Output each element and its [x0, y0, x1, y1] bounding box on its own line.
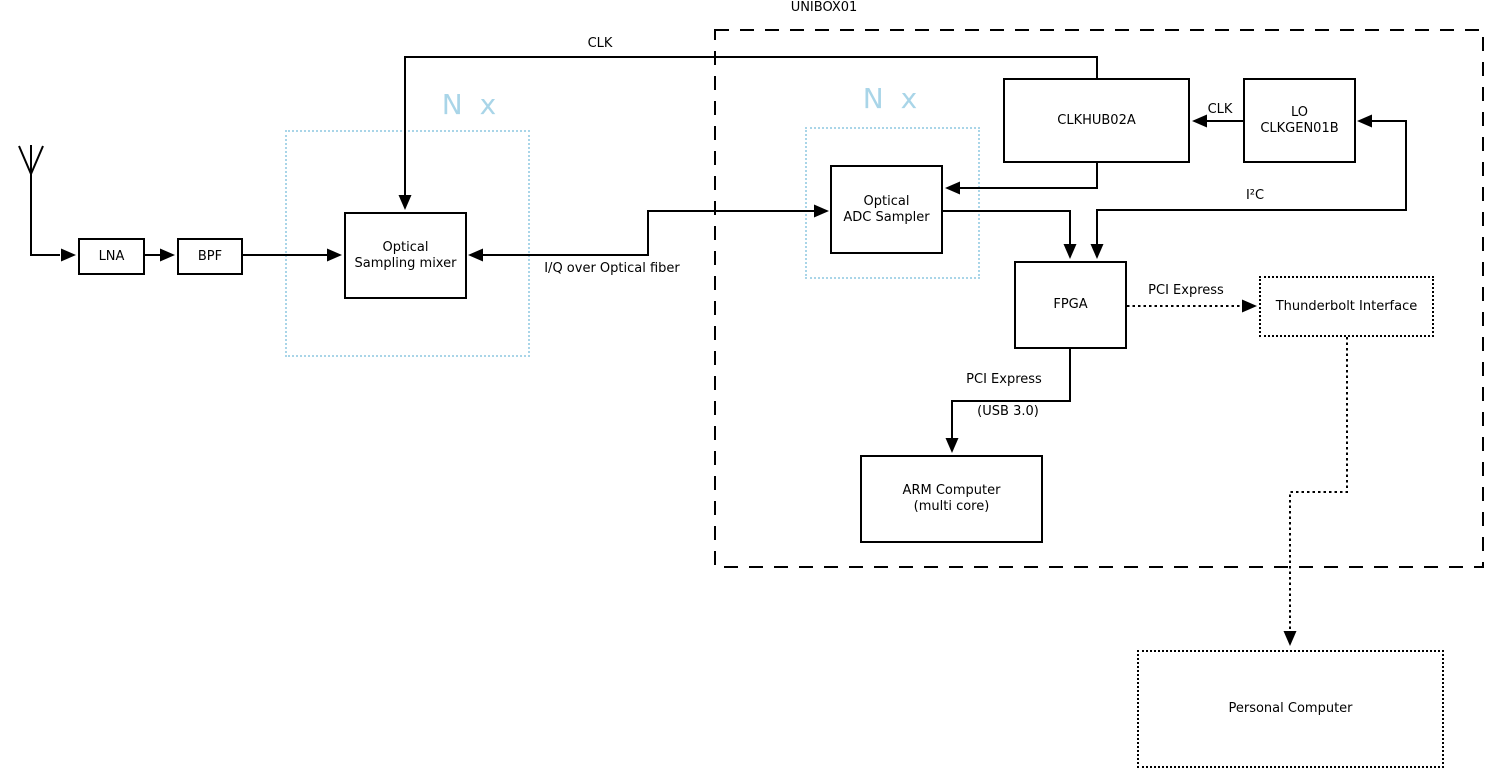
node-clkhub-label: CLKHUB02A [1057, 112, 1136, 128]
node-lo-label-line2: CLKGEN01B [1260, 120, 1339, 136]
arrowhead [814, 204, 829, 218]
clk-lo-hub-label: CLK [1207, 102, 1233, 117]
usb30-label: (USB 3.0) [977, 404, 1039, 419]
node-optical-adc-sampler: Optical ADC Sampler [830, 165, 943, 254]
arrowhead [61, 248, 76, 262]
unibox-title: UNIBOX01 [790, 0, 858, 15]
node-thunderbolt-interface: Thunderbolt Interface [1259, 276, 1434, 337]
node-fpga-label: FPGA [1053, 297, 1088, 312]
node-arm-label-line2: (multi core) [913, 499, 990, 514]
connector-fpga-thunderbolt [1127, 299, 1257, 313]
arrowhead [1090, 244, 1104, 259]
i2c-label: I²C [1245, 188, 1265, 203]
node-clkhub02a: CLKHUB02A [1003, 78, 1190, 163]
node-bpf-label: BPF [197, 248, 223, 264]
mixer-group-label: N x [441, 88, 501, 121]
node-fpga: FPGA [1014, 261, 1127, 349]
node-arm-label-line1: ARM Computer [902, 483, 1001, 498]
node-arm-computer: ARM Computer (multi core) [860, 455, 1043, 543]
node-adc-label-line1: Optical [863, 193, 910, 209]
node-bpf: BPF [177, 238, 243, 275]
pci-express-thunderbolt-label: PCI Express [1148, 283, 1224, 298]
mixer-group-box [285, 130, 530, 357]
antenna-icon [18, 145, 76, 262]
arrowhead [398, 195, 412, 210]
connector-adc-fpga [943, 210, 1077, 259]
adc-group-label: N x [862, 82, 922, 115]
node-adc-label-line2: ADC Sampler [843, 209, 930, 225]
clk-main-label: CLK [587, 36, 613, 51]
arrowhead [1063, 244, 1077, 259]
node-lna-label: LNA [98, 248, 125, 264]
connector-lna-bpf [145, 248, 175, 262]
connector-clk-main [398, 56, 1098, 210]
arrowhead [1283, 631, 1297, 646]
arrowhead [160, 248, 175, 262]
node-lo-label-line1: LO [1290, 104, 1308, 120]
node-mixer-label-line2: Sampling mixer [354, 255, 457, 271]
connector-thunderbolt-pc [1283, 337, 1348, 646]
node-pc-label: Personal Computer [1228, 701, 1353, 716]
arrowhead [1192, 114, 1207, 128]
arrowhead [468, 248, 483, 262]
node-thunderbolt-label: Thunderbolt Interface [1275, 298, 1418, 314]
node-lo-clkgen01b: LO CLKGEN01B [1243, 78, 1356, 163]
arrowhead [1242, 299, 1257, 313]
connector-i2c [1090, 114, 1407, 259]
arrowhead [1357, 114, 1372, 128]
connector-bpf-mixer [243, 248, 342, 262]
iq-fiber-label: I/Q over Optical fiber [544, 261, 680, 276]
pci-express-arm-label: PCI Express [966, 372, 1042, 387]
arrowhead [327, 248, 342, 262]
arrowhead [945, 181, 960, 195]
connector-fpga-arm [945, 349, 1071, 453]
node-personal-computer: Personal Computer [1137, 650, 1444, 768]
unibox-boundary [714, 29, 1484, 568]
node-mixer-label-line1: Optical [382, 239, 429, 255]
connector-clkhub-adc [945, 163, 1098, 195]
connector-iq-fiber [468, 204, 829, 262]
node-lna: LNA [78, 238, 145, 275]
arrowhead [945, 438, 959, 453]
node-optical-sampling-mixer: Optical Sampling mixer [344, 212, 467, 299]
adc-group-box [805, 127, 980, 279]
